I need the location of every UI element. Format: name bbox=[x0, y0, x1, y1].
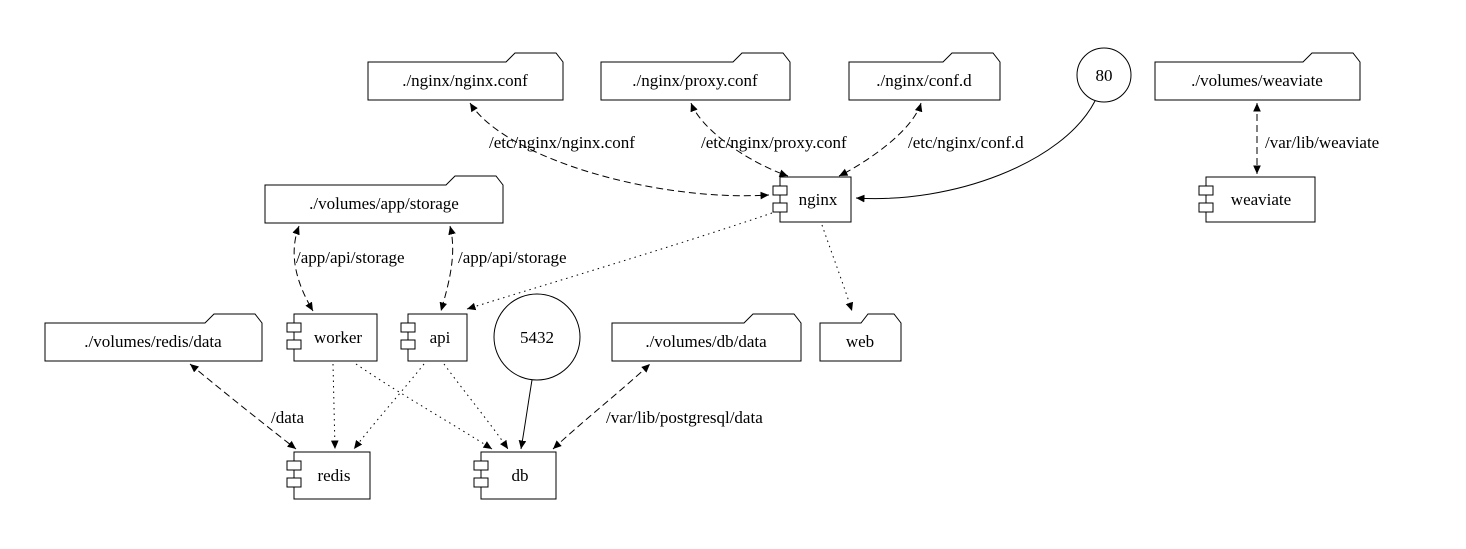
node-label: weaviate bbox=[1231, 190, 1291, 209]
node-db-data-folder: ./volumes/db/data bbox=[611, 313, 802, 362]
nodes: ./nginx/nginx.conf ./nginx/proxy.conf ./… bbox=[44, 47, 1361, 500]
node-label: ./volumes/app/storage bbox=[309, 194, 459, 213]
component-tab-icon bbox=[772, 202, 788, 213]
node-db-service: db bbox=[473, 451, 557, 500]
node-redis-service: redis bbox=[286, 451, 371, 500]
component-body bbox=[407, 313, 468, 362]
edge-nginx-nginxconf-mount bbox=[469, 102, 770, 200]
component-body bbox=[293, 451, 371, 500]
edge-label-redis-data-mount: /data bbox=[271, 408, 304, 427]
component-tab-icon bbox=[772, 185, 788, 196]
component-tab-icon bbox=[286, 460, 302, 471]
node-weaviate-volume-folder: ./volumes/weaviate bbox=[1154, 52, 1361, 101]
node-port-80: 80 bbox=[1076, 47, 1132, 103]
edge-nginx-proxyconf-mount bbox=[690, 102, 789, 177]
component-body bbox=[293, 313, 378, 362]
node-label: redis bbox=[317, 466, 350, 485]
node-worker-service: worker bbox=[286, 313, 378, 362]
component-tab-icon bbox=[1198, 185, 1214, 196]
node-label: ./volumes/db/data bbox=[645, 332, 767, 351]
node-nginx-conf-folder: ./nginx/nginx.conf bbox=[367, 52, 564, 101]
edge-port80-nginx bbox=[855, 100, 1096, 203]
folder-icon bbox=[367, 52, 564, 101]
edge-redis-data-mount bbox=[189, 363, 297, 450]
folder-icon bbox=[264, 175, 504, 224]
edge-worker-storage-mount bbox=[292, 225, 314, 312]
component-tab-icon bbox=[400, 339, 416, 350]
component-body bbox=[779, 176, 852, 223]
edge-db-data-mount bbox=[552, 363, 651, 450]
node-api-service: api bbox=[400, 313, 468, 362]
component-tab-icon bbox=[473, 477, 489, 488]
port-circle-icon bbox=[493, 293, 581, 381]
edge-api-db-depends bbox=[443, 363, 509, 450]
node-redis-data-folder: ./volumes/redis/data bbox=[44, 313, 263, 362]
component-tab-icon bbox=[1198, 202, 1214, 213]
component-tab-icon bbox=[286, 322, 302, 333]
node-label: api bbox=[430, 328, 451, 347]
edge-worker-db-depends bbox=[355, 363, 493, 450]
edge-label-proxy-conf-mount: /etc/nginx/proxy.conf bbox=[701, 133, 847, 152]
node-label: nginx bbox=[799, 190, 838, 209]
node-label: ./volumes/redis/data bbox=[84, 332, 222, 351]
node-label: 80 bbox=[1096, 66, 1113, 85]
node-label: db bbox=[512, 466, 529, 485]
folder-icon bbox=[848, 52, 1001, 101]
edge-labels: /etc/nginx/nginx.conf /etc/nginx/proxy.c… bbox=[271, 133, 1379, 427]
edge-api-storage-mount bbox=[439, 225, 456, 312]
node-label: ./nginx/nginx.conf bbox=[402, 71, 528, 90]
edge-nginx-web-depends bbox=[821, 224, 854, 312]
folder-icon bbox=[44, 313, 263, 362]
node-label: 5432 bbox=[520, 328, 554, 347]
edge-port5432-db bbox=[518, 379, 533, 450]
edge-label-conf-d-mount: /etc/nginx/conf.d bbox=[908, 133, 1024, 152]
node-proxy-conf-folder: ./nginx/proxy.conf bbox=[600, 52, 791, 101]
node-label: ./nginx/conf.d bbox=[876, 71, 972, 90]
edge-api-redis-depends bbox=[353, 363, 425, 450]
node-label: ./nginx/proxy.conf bbox=[632, 71, 758, 90]
node-label: ./volumes/weaviate bbox=[1191, 71, 1323, 90]
port-circle-icon bbox=[1076, 47, 1132, 103]
node-label: worker bbox=[314, 328, 362, 347]
component-tab-icon bbox=[473, 460, 489, 471]
edge-label-nginx-conf-mount: /etc/nginx/nginx.conf bbox=[489, 133, 635, 152]
node-port-5432: 5432 bbox=[493, 293, 581, 381]
node-app-storage-folder: ./volumes/app/storage bbox=[264, 175, 504, 224]
node-conf-d-folder: ./nginx/conf.d bbox=[848, 52, 1001, 101]
edge-nginx-confd-mount bbox=[838, 102, 923, 177]
edge-label-worker-storage-mount: /app/api/storage bbox=[296, 248, 405, 267]
folder-icon bbox=[600, 52, 791, 101]
edge-worker-redis-depends bbox=[330, 363, 339, 450]
edges bbox=[189, 100, 1261, 450]
edge-label-weaviate-mount: /var/lib/weaviate bbox=[1265, 133, 1379, 152]
component-body bbox=[480, 451, 557, 500]
component-body bbox=[1205, 176, 1316, 223]
edge-label-db-data-mount: /var/lib/postgresql/data bbox=[606, 408, 763, 427]
node-weaviate-service: weaviate bbox=[1198, 176, 1316, 223]
edge-nginx-api-depends bbox=[466, 212, 773, 311]
folder-icon bbox=[1154, 52, 1361, 101]
component-tab-icon bbox=[400, 322, 416, 333]
component-tab-icon bbox=[286, 339, 302, 350]
node-nginx-service: nginx bbox=[772, 176, 852, 223]
folder-icon bbox=[611, 313, 802, 362]
node-label: web bbox=[846, 332, 874, 351]
node-web-folder: web bbox=[819, 313, 902, 362]
folder-icon bbox=[819, 313, 902, 362]
component-tab-icon bbox=[286, 477, 302, 488]
edge-label-api-storage-mount: /app/api/storage bbox=[458, 248, 567, 267]
